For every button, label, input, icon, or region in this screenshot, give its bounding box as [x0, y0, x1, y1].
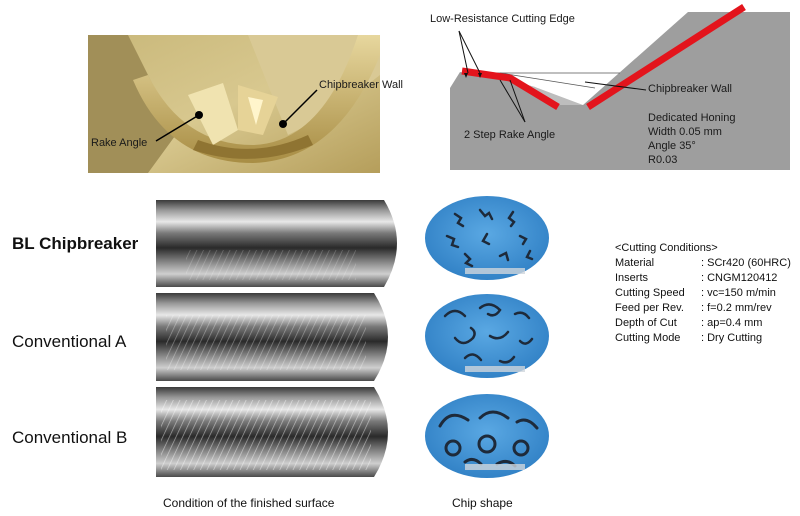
condition-key: Depth of Cut [615, 317, 677, 329]
condition-row: Cutting Mode : Dry Cutting [615, 331, 791, 346]
condition-row: Cutting Speed : vc=150 m/min [615, 286, 791, 301]
cutting-conditions: <Cutting Conditions> Material : SCr420 (… [615, 241, 791, 346]
caption-chip: Chip shape [452, 496, 513, 510]
insert-photo-illustration [88, 35, 380, 173]
condition-row: Inserts : CNGM120412 [615, 271, 791, 286]
condition-value: : ap=0.4 mm [701, 317, 763, 329]
condition-value: : SCr420 (60HRC) [701, 257, 791, 269]
honing-line: Width 0.05 mm [648, 126, 722, 138]
label-chipbreaker-wall-section: Chipbreaker Wall [648, 83, 732, 95]
cutting-conditions-title: <Cutting Conditions> [615, 242, 718, 254]
condition-value: : f=0.2 mm/rev [701, 302, 772, 314]
condition-key: Inserts [615, 272, 649, 284]
condition-key: Cutting Speed [615, 287, 685, 299]
honing-spec: Dedicated Honing Width 0.05 mm Angle 35°… [648, 111, 735, 167]
condition-value: : Dry Cutting [701, 332, 763, 344]
row-label-bl-chipbreaker: BL Chipbreaker [12, 234, 139, 253]
chip-shape-photos [425, 196, 550, 480]
row-label-conventional-a: Conventional A [12, 332, 127, 351]
finished-surface-illustration [156, 200, 397, 477]
label-two-step-rake: 2 Step Rake Angle [464, 129, 556, 141]
honing-line: Dedicated Honing [648, 112, 736, 124]
label-low-resistance-edge: Low-Resistance Cutting Edge [430, 13, 575, 25]
condition-value: : vc=150 m/min [701, 287, 776, 299]
caption-surface: Condition of the finished surface [163, 496, 335, 510]
condition-key: Material [615, 257, 655, 269]
finished-surface-photos [156, 195, 410, 481]
condition-row: Depth of Cut : ap=0.4 mm [615, 316, 791, 331]
cross-section-diagram [450, 0, 790, 170]
insert-photo [88, 35, 380, 173]
label-rake-angle: Rake Angle [91, 137, 148, 149]
row-label-conventional-b: Conventional B [12, 428, 128, 447]
condition-row: Feed per Rev. : f=0.2 mm/rev [615, 301, 791, 316]
cross-section-illustration [450, 4, 790, 170]
honing-line: R0.03 [648, 154, 678, 166]
condition-value: : CNGM120412 [701, 272, 778, 284]
condition-key: Feed per Rev. [615, 302, 684, 314]
chip-shape-illustration [425, 196, 549, 478]
label-chipbreaker-wall-photo: Chipbreaker Wall [319, 79, 403, 91]
condition-key: Cutting Mode [615, 332, 681, 344]
condition-row: Material : SCr420 (60HRC) [615, 256, 791, 271]
honing-line: Angle 35° [648, 140, 696, 152]
